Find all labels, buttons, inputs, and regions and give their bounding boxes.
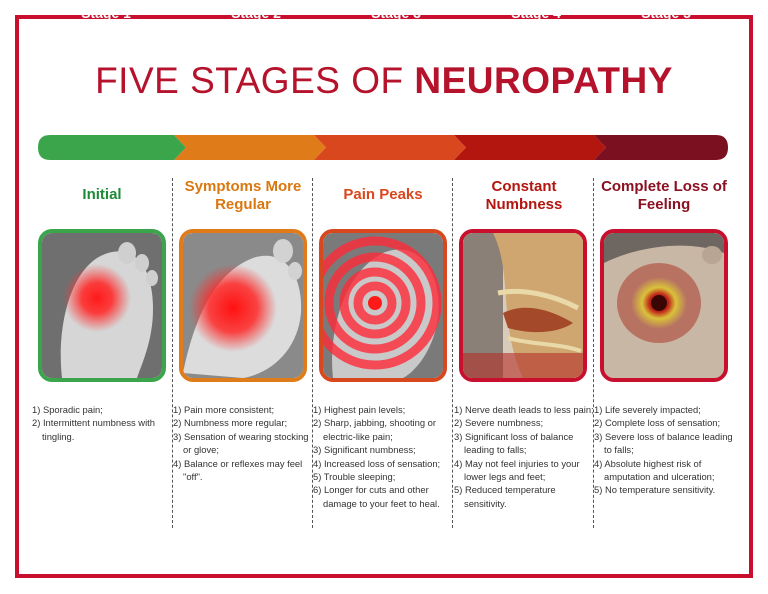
stage-5-arrow xyxy=(594,135,728,160)
stage-title: Symptoms More Regular xyxy=(184,178,302,213)
list-item: 1) Highest pain levels; xyxy=(313,404,406,415)
stage-4-label: Stage 4 xyxy=(511,4,561,21)
stage-4-arrow xyxy=(454,135,606,160)
list-item: 3) Significant loss of balance leading t… xyxy=(454,430,574,456)
foot-wound-icon xyxy=(459,229,587,382)
foot-sole-icon xyxy=(319,229,447,382)
title-light: FIVE STAGES OF xyxy=(95,60,415,101)
list-item: 3) Significant numbness; xyxy=(313,444,416,456)
column-divider xyxy=(312,178,313,528)
list-item: 4) Increased loss of sensation; xyxy=(313,457,441,469)
stage-1-label: Stage 1 xyxy=(81,4,131,21)
list-item: 4) Absolute highest risk of amputation a… xyxy=(594,457,715,483)
list-item: 1) Pain more consistent; xyxy=(173,404,275,415)
list-item: 2) Intermittent numbness with tingling. xyxy=(32,417,155,442)
list-item: 5) Reduced temperature sensitivity. xyxy=(454,484,556,509)
stage-title: Complete Loss of Feeling xyxy=(601,178,727,213)
list-item: 6) Longer for cuts and other damage to y… xyxy=(313,484,440,509)
list-item: 2) Numbness more regular; xyxy=(173,417,288,429)
column-divider xyxy=(593,178,594,528)
page-title: FIVE STAGES OF NEUROPATHY xyxy=(0,60,768,102)
title-bold: NEUROPATHY xyxy=(414,60,673,101)
list-item: 5) Trouble sleeping; xyxy=(313,471,396,483)
column-divider xyxy=(452,178,453,528)
stage-title: Initial xyxy=(82,186,122,203)
list-item: 3) Severe loss of balance leading to fal… xyxy=(594,430,733,456)
stage-title: Constant Numbness xyxy=(485,178,563,213)
list-item: 5) No temperature sensitivity. xyxy=(594,484,716,496)
stage-2-label: Stage 2 xyxy=(231,4,281,21)
stage-1-arrow xyxy=(38,135,186,160)
list-item: 4) Balance or reflexes may feel "off". xyxy=(173,457,303,483)
symptom-list: 1) Nerve death leads to less pain; 2) Se… xyxy=(454,403,594,510)
stage-3-label: Stage 3 xyxy=(371,4,421,21)
list-item: 1) Life severely impacted; xyxy=(594,404,701,415)
list-item: 2) Severe numbness; xyxy=(454,417,544,429)
symptom-list: 1) Highest pain levels; 2) Sharp, jabbin… xyxy=(313,403,453,510)
list-item: 2) Complete loss of sensation; xyxy=(594,417,721,429)
list-item: 2) Sharp, jabbing, shooting or electric-… xyxy=(313,417,436,442)
foot-ulcer-icon xyxy=(600,229,728,382)
symptom-list: 1) Life severely impacted; 2) Complete l… xyxy=(594,403,734,497)
foot-sole-icon xyxy=(38,229,166,382)
column-divider xyxy=(172,178,173,528)
stage-5-label: Stage 5 xyxy=(641,4,691,21)
foot-sole-icon xyxy=(179,229,307,382)
list-item: 4) May not feel injuries to your lower l… xyxy=(454,457,580,483)
list-item: 3) Sensation of wearing stocking or glov… xyxy=(173,430,309,456)
stage-2-arrow xyxy=(174,135,326,160)
list-item: 1) Sporadic pain; xyxy=(32,404,103,415)
stages-progress-bar xyxy=(38,135,728,160)
list-item: 1) Nerve death leads to less pain; xyxy=(454,404,594,415)
stage-title: Pain Peaks xyxy=(343,186,423,203)
symptom-list: 1) Pain more consistent; 2) Numbness mor… xyxy=(173,403,313,483)
symptom-list: 1) Sporadic pain; 2) Intermittent numbne… xyxy=(32,403,172,443)
stage-3-arrow xyxy=(314,135,466,160)
